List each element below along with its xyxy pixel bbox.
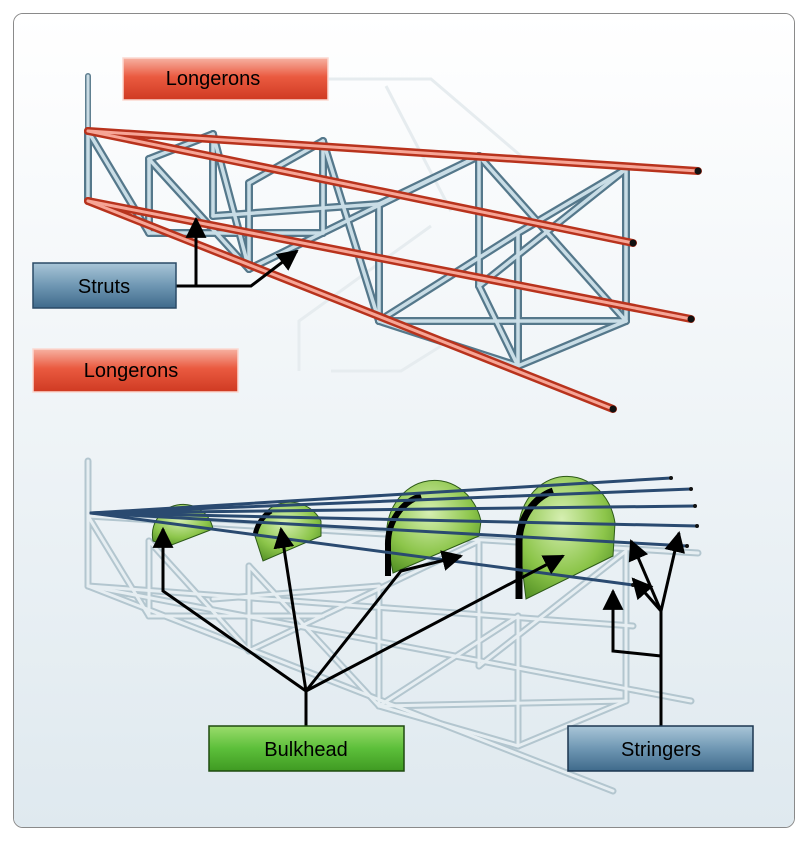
- bulkhead-arrows: [152, 526, 565, 726]
- diagram-frame: Longerons Struts Longerons: [13, 13, 795, 828]
- label-longerons-top-text: Longerons: [166, 68, 261, 90]
- label-bulkhead: Bulkhead: [208, 725, 405, 772]
- label-bulkhead-text: Bulkhead: [264, 739, 347, 761]
- label-stringers-text: Stringers: [621, 739, 701, 761]
- label-longerons-bottom-text: Longerons: [84, 360, 179, 382]
- stringers: [89, 476, 699, 587]
- truss-frame-bottom: [84, 457, 702, 795]
- label-struts-text: Struts: [78, 276, 130, 298]
- label-longerons-bottom: Longerons: [32, 348, 239, 393]
- stringer-arrows: [602, 530, 685, 726]
- truss-frame-top: [84, 73, 702, 413]
- label-struts: Struts: [32, 262, 177, 309]
- label-stringers: Stringers: [567, 725, 754, 772]
- struts-arrows: [176, 216, 299, 288]
- fuselage-diagram: Longerons Struts Longerons: [14, 14, 794, 827]
- label-longerons-top: Longerons: [122, 57, 329, 101]
- longerons-red: [84, 127, 702, 413]
- ghost-frame: [84, 457, 702, 795]
